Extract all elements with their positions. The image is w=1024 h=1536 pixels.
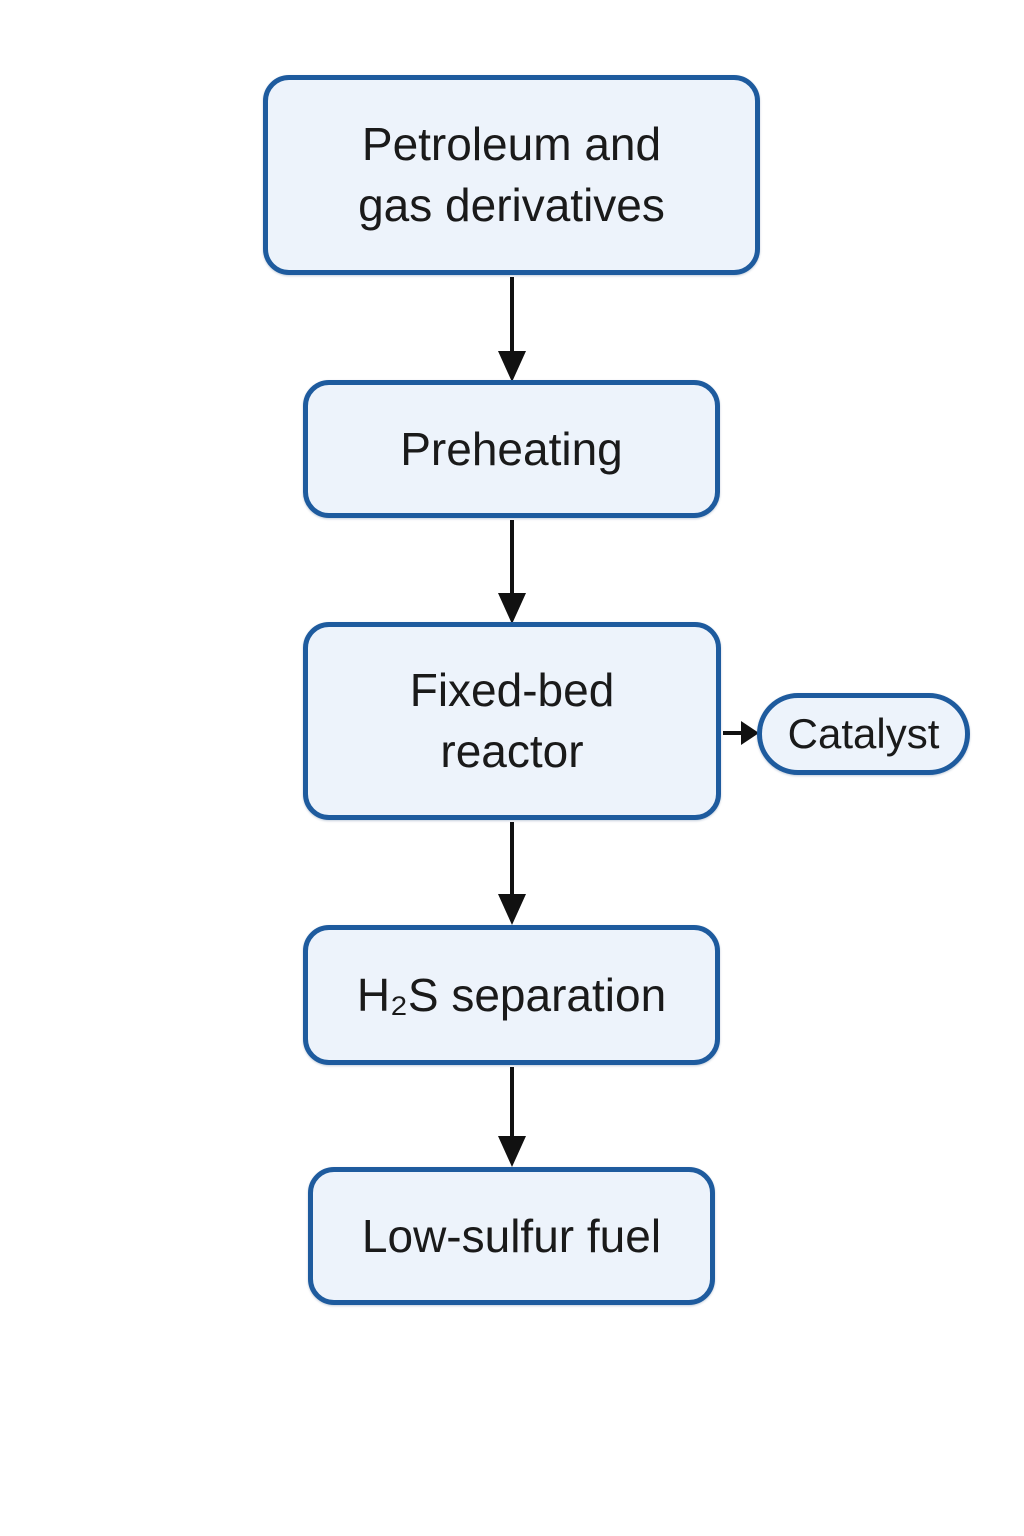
node-catalyst: Catalyst [757,693,970,775]
node-low-sulfur-fuel: Low-sulfur fuel [308,1167,715,1305]
arrow-h2s-to-output [498,1067,526,1167]
arrow-preheating-to-reactor [498,520,526,624]
arrow-reactor-to-h2s [498,822,526,925]
node-petroleum-gas-derivatives: Petroleum and gas derivatives [263,75,760,275]
node-h2s-separation: H₂S separation [303,925,720,1065]
node-preheating: Preheating [303,380,720,518]
node-fixed-bed-reactor: Fixed-bed reactor [303,622,721,820]
arrow-reactor-to-catalyst [723,721,759,745]
arrow-source-to-preheating [498,277,526,382]
